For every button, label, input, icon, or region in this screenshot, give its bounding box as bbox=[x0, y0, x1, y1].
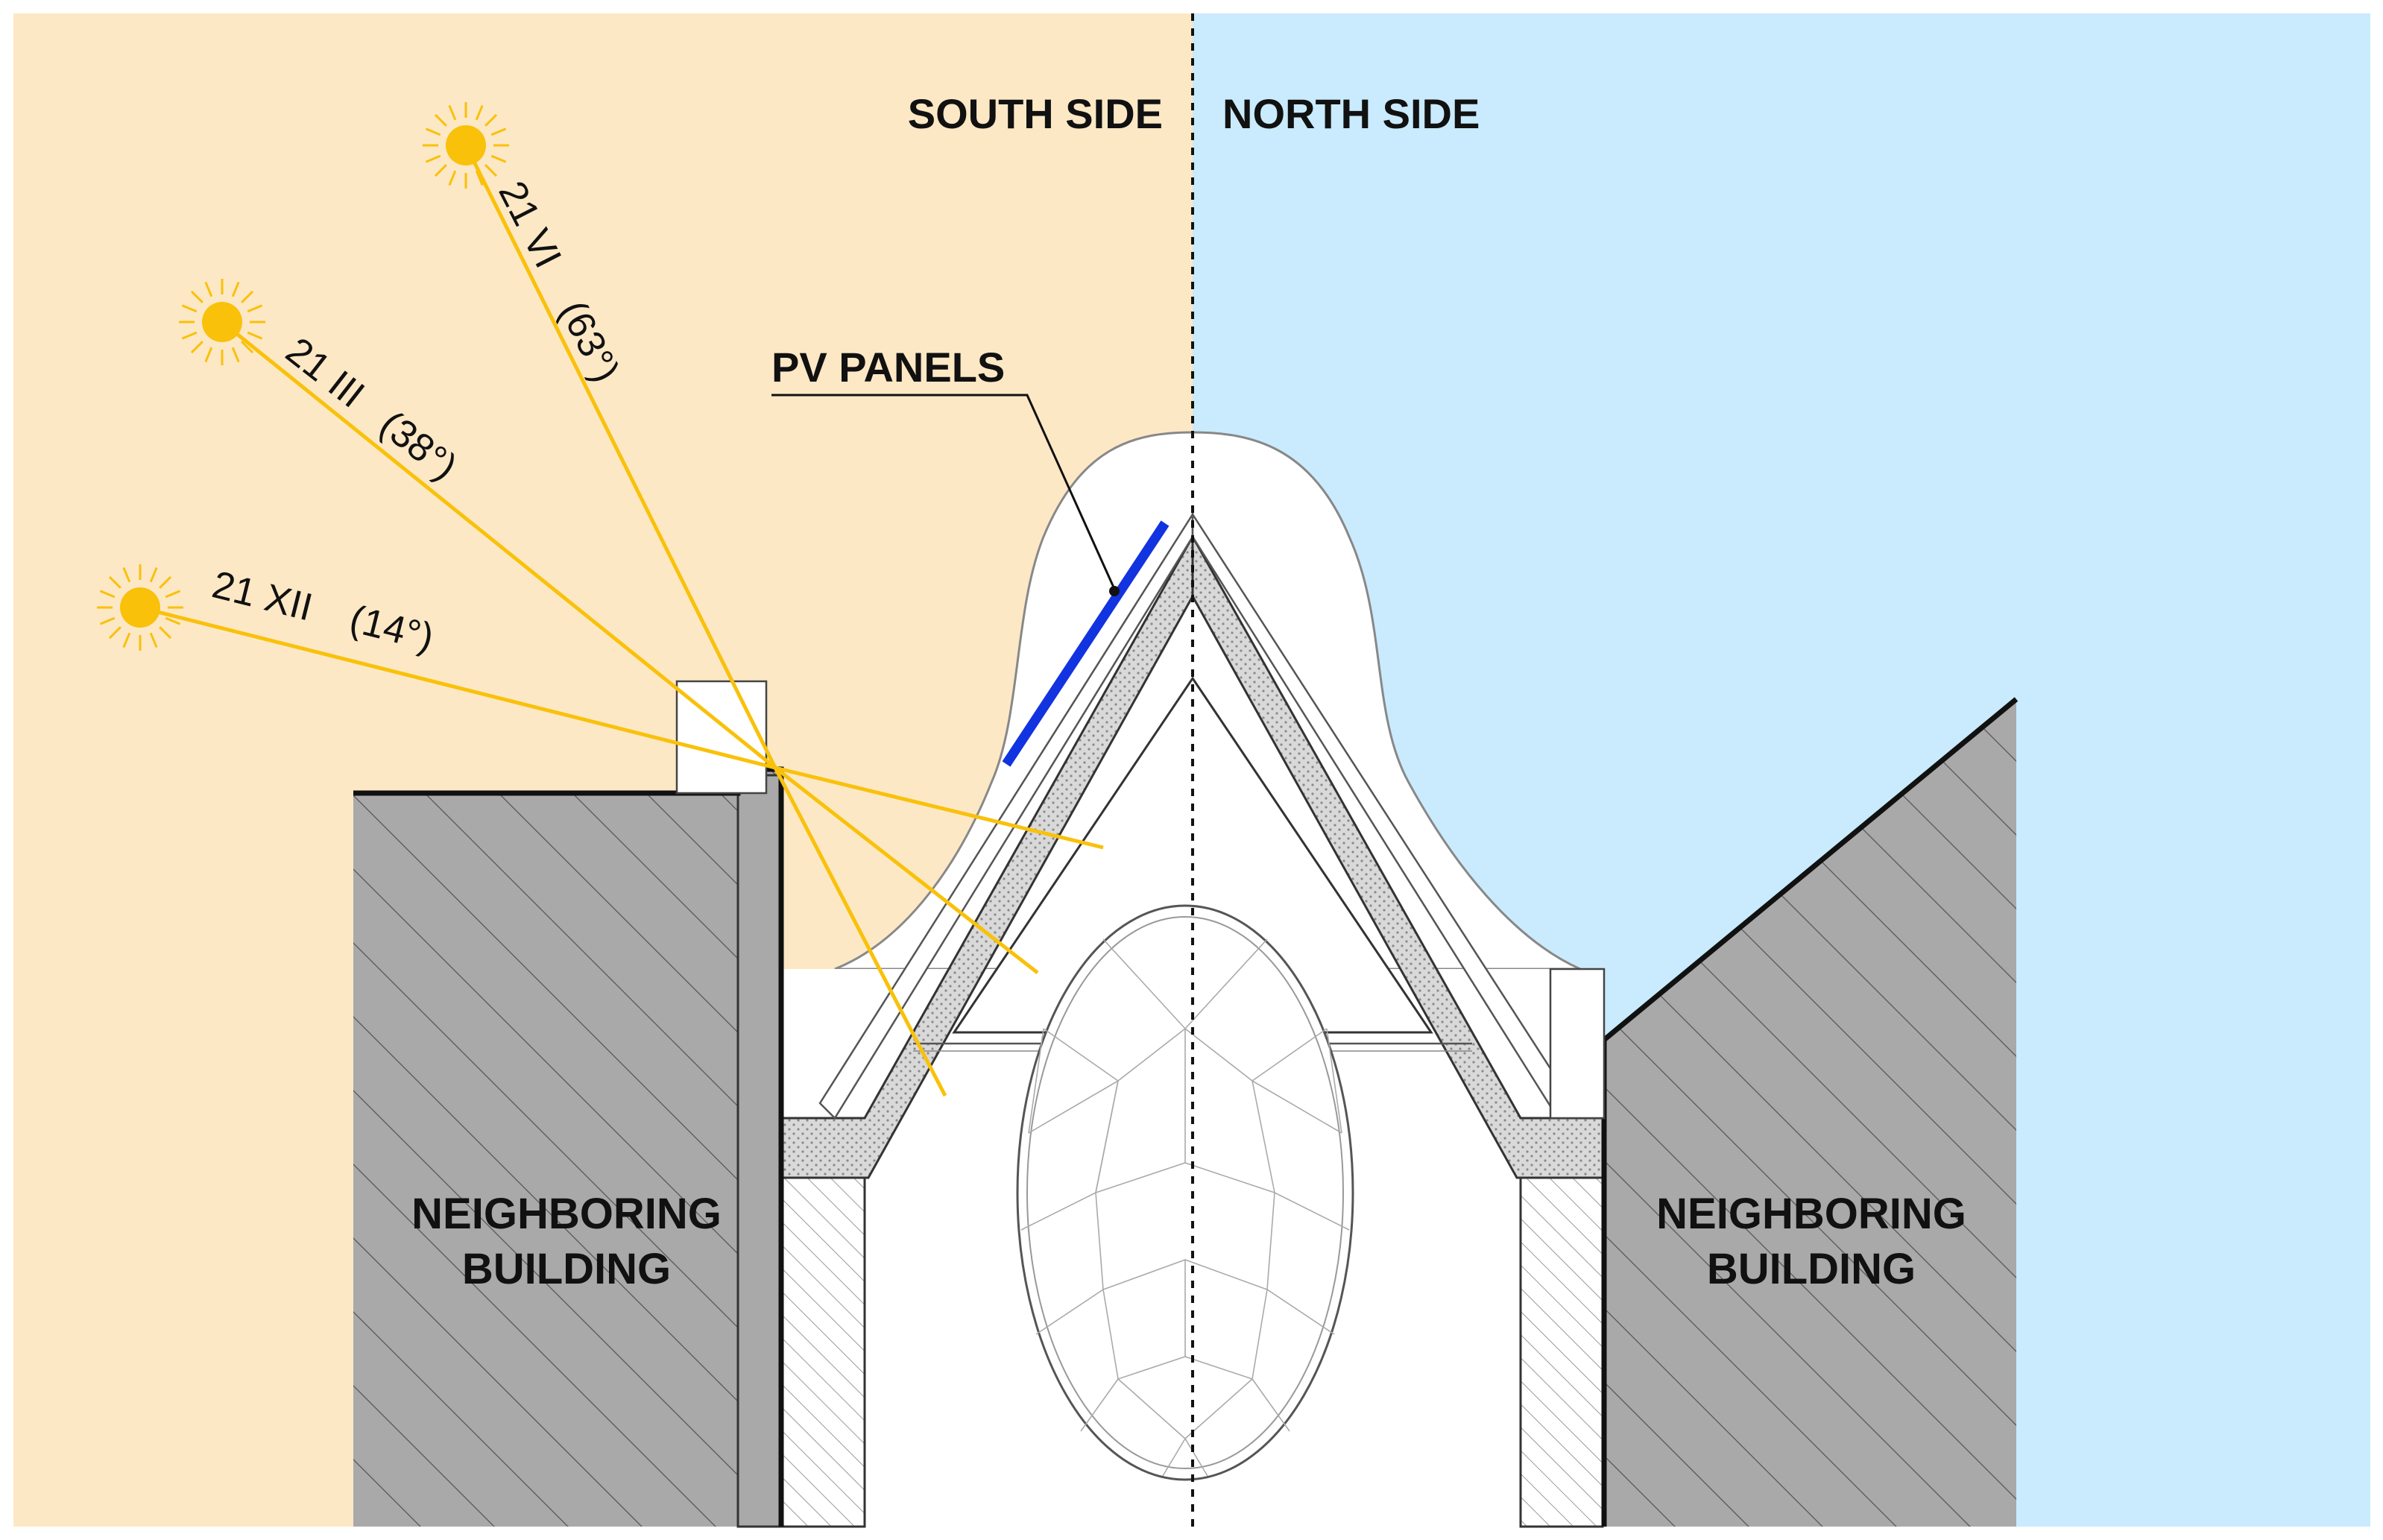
pv-leader-line bbox=[771, 394, 1116, 590]
pv-leader-dot bbox=[1109, 586, 1120, 596]
sun-icon bbox=[97, 564, 183, 651]
right-building-label-line1: NEIGHBORING bbox=[1656, 1190, 1966, 1238]
left-building-label-line1: NEIGHBORING bbox=[411, 1190, 722, 1238]
north-side-label: NORTH SIDE bbox=[1222, 90, 1480, 137]
sun-icon bbox=[423, 102, 509, 189]
left-neighboring-building bbox=[353, 766, 781, 1527]
pv-panels-label: PV PANELS bbox=[771, 344, 1005, 391]
oval-skylight bbox=[1016, 904, 1354, 1481]
left-interior-wall bbox=[781, 1176, 866, 1528]
right-building-label-line2: BUILDING bbox=[1707, 1245, 1916, 1293]
right-neighboring-building bbox=[1604, 699, 2016, 1527]
left-building-label-line2: BUILDING bbox=[462, 1245, 671, 1293]
right-parapet-box bbox=[1549, 968, 1606, 1120]
sun-icon bbox=[179, 279, 265, 365]
sun-rays bbox=[139, 144, 1104, 1097]
pv-panel bbox=[1002, 520, 1170, 767]
right-interior-wall bbox=[1519, 1176, 1604, 1528]
south-side-label: SOUTH SIDE bbox=[908, 90, 1163, 137]
left-building-wall bbox=[736, 774, 783, 1528]
suns bbox=[97, 102, 509, 651]
sun-ray-dec bbox=[139, 605, 1104, 850]
